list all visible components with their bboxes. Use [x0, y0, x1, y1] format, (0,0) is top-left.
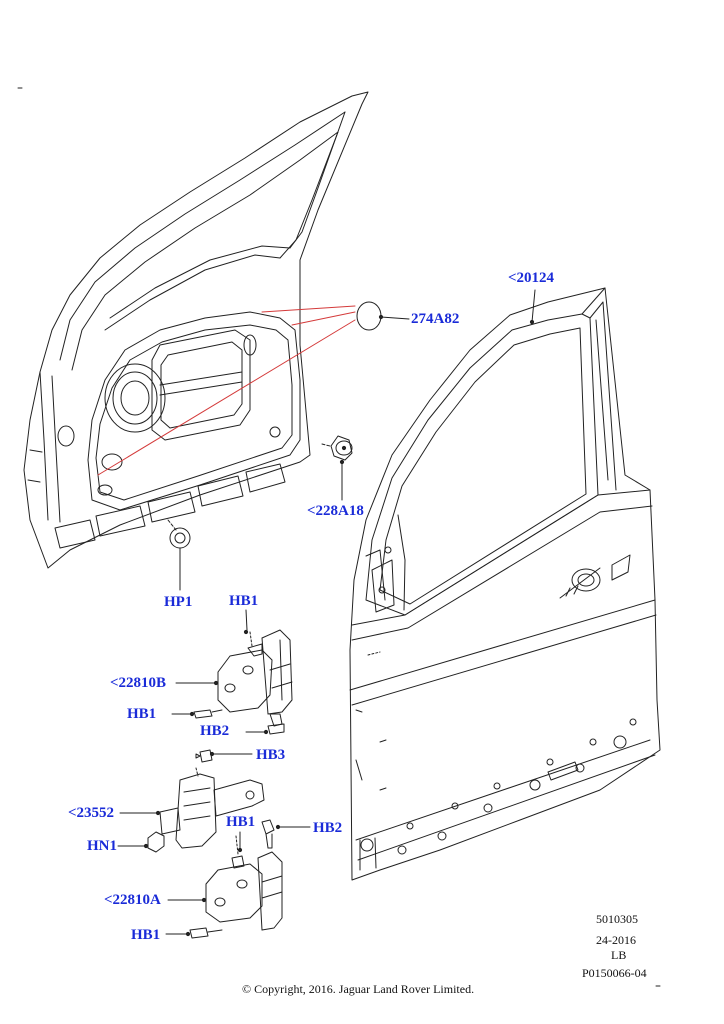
- callout-228a18: <228A18: [307, 503, 364, 519]
- inner-door-frame: [23, 91, 369, 569]
- bumper-228a18: [321, 435, 353, 501]
- grommet-hp1: [167, 519, 191, 591]
- callout-hb2-right: HB2: [313, 820, 343, 836]
- door-check-23552: [117, 749, 311, 853]
- lower-hinge-22810a: [165, 831, 283, 939]
- callout-22810b: <22810B: [110, 675, 167, 691]
- callout-20124: <20124: [508, 270, 555, 286]
- callout-274a82: 274A82: [411, 311, 460, 327]
- callout-hb1-mid: HB1: [226, 814, 256, 830]
- callout-hn1: HN1: [87, 838, 117, 854]
- diagram-lang: LB: [611, 948, 627, 962]
- callout-23552: <23552: [68, 805, 115, 821]
- plate-number: P0150066-04: [582, 966, 647, 980]
- callout-hb1-top: HB1: [229, 593, 259, 609]
- callout-hb1-left: HB1: [127, 706, 157, 722]
- plug-274a82: [356, 301, 410, 331]
- callout-22810a: <22810A: [104, 892, 161, 908]
- copyright-notice: © Copyright, 2016. Jaguar Land Rover Lim…: [242, 982, 475, 996]
- red-leader-lines: [97, 305, 356, 476]
- diagram-code: 5010305: [596, 912, 638, 926]
- callout-hp1: HP1: [164, 594, 193, 610]
- callout-hb3: HB3: [256, 747, 286, 763]
- upper-hinge-22810b: [171, 609, 293, 735]
- callout-hb1-bottom: HB1: [131, 927, 161, 943]
- callout-hb2-upper: HB2: [200, 723, 230, 739]
- diagram-date: 24-2016: [596, 933, 636, 947]
- outer-door-skin: [349, 287, 661, 881]
